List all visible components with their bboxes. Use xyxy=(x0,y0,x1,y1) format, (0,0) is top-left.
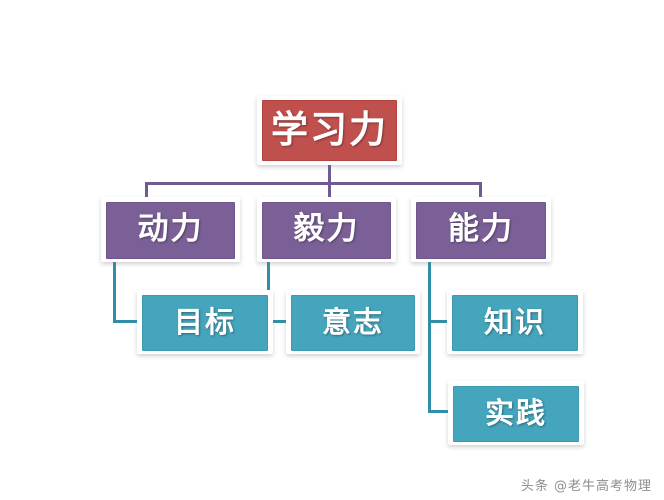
node-yizhi[interactable]: 意志 xyxy=(291,295,415,351)
node-label: 实践 xyxy=(484,395,547,430)
connector-dongli-stem xyxy=(113,258,116,323)
connector-root-stem xyxy=(328,160,331,184)
node-mubiao[interactable]: 目标 xyxy=(142,295,268,351)
connector-yili-to-yizhi xyxy=(267,320,295,323)
connector-nengli-to-zhishi xyxy=(428,320,456,323)
connector-root-to-yili xyxy=(328,182,331,203)
connector-root-to-dongli xyxy=(145,182,148,203)
node-shijian[interactable]: 实践 xyxy=(453,386,579,442)
connector-nengli-to-shijian xyxy=(428,410,456,413)
node-dongli[interactable]: 动力 xyxy=(106,202,235,259)
connector-dongli-to-mubiao xyxy=(113,320,145,323)
node-label: 目标 xyxy=(173,304,236,339)
node-nengli[interactable]: 能力 xyxy=(416,202,546,259)
node-label: 知识 xyxy=(483,304,546,339)
node-label: 意志 xyxy=(321,304,384,339)
node-label: 毅力 xyxy=(293,211,360,247)
node-yili[interactable]: 毅力 xyxy=(262,202,391,259)
node-xuexili[interactable]: 学习力 xyxy=(262,100,397,161)
node-zhishi[interactable]: 知识 xyxy=(452,295,578,351)
node-label: 动力 xyxy=(137,211,204,247)
watermark-text: 头条 @老牛高考物理 xyxy=(520,479,652,494)
node-label: 学习力 xyxy=(271,108,388,151)
connector-root-to-nengli xyxy=(479,182,482,203)
node-label: 能力 xyxy=(448,211,514,247)
connector-root-bus xyxy=(145,182,482,185)
connector-nengli-stem xyxy=(428,258,431,413)
